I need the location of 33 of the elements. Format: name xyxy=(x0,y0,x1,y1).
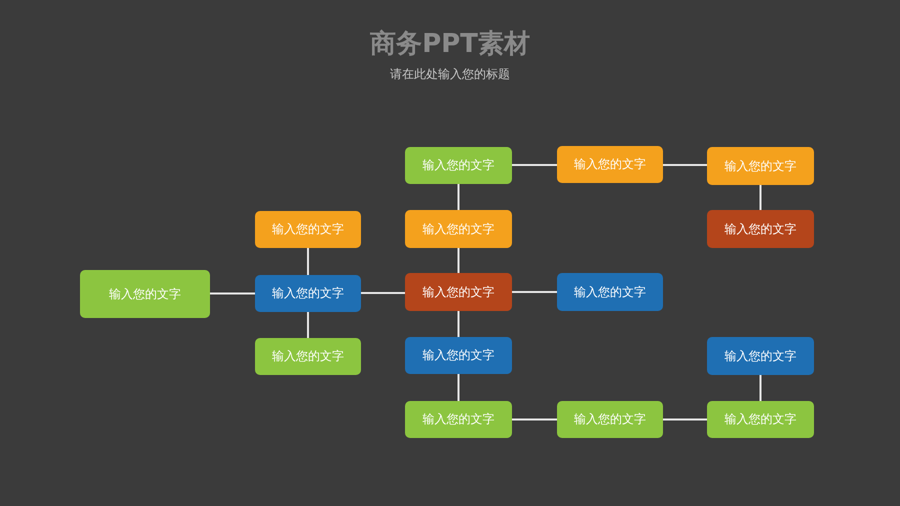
connector-line xyxy=(512,164,557,166)
title: 商务PPT素材 xyxy=(370,29,530,59)
text-box: 输入您的文字 xyxy=(707,401,814,438)
text-box: 输入您的文字 xyxy=(255,275,361,312)
connector-line xyxy=(458,248,460,273)
connector-line xyxy=(663,164,707,166)
text-box: 输入您的文字 xyxy=(80,270,210,318)
connector-line xyxy=(361,292,405,294)
text-box: 输入您的文字 xyxy=(707,147,814,185)
text-box: 输入您的文字 xyxy=(255,338,361,375)
connector-line xyxy=(458,311,460,337)
text-box: 输入您的文字 xyxy=(405,210,512,248)
connector-line xyxy=(760,375,762,401)
text-box: 输入您的文字 xyxy=(405,147,512,184)
connector-line xyxy=(458,184,460,210)
text-box: 输入您的文字 xyxy=(405,273,512,311)
text-box: 输入您的文字 xyxy=(405,401,512,438)
connector-line xyxy=(512,291,557,293)
connector-line xyxy=(458,374,460,401)
connector-line xyxy=(210,292,255,294)
subtitle: 请在此处输入您的标题 xyxy=(390,67,510,81)
text-box: 输入您的文字 xyxy=(557,401,663,438)
connector-line xyxy=(663,418,707,420)
text-box: 输入您的文字 xyxy=(707,210,814,248)
text-box: 输入您的文字 xyxy=(557,273,663,311)
connector-line xyxy=(307,248,309,275)
text-box: 输入您的文字 xyxy=(405,337,512,374)
text-box: 输入您的文字 xyxy=(557,146,663,183)
connector-line xyxy=(512,418,557,420)
connector-line xyxy=(307,312,309,338)
text-box: 输入您的文字 xyxy=(707,337,814,375)
text-box: 输入您的文字 xyxy=(255,211,361,248)
connector-line xyxy=(760,185,762,210)
